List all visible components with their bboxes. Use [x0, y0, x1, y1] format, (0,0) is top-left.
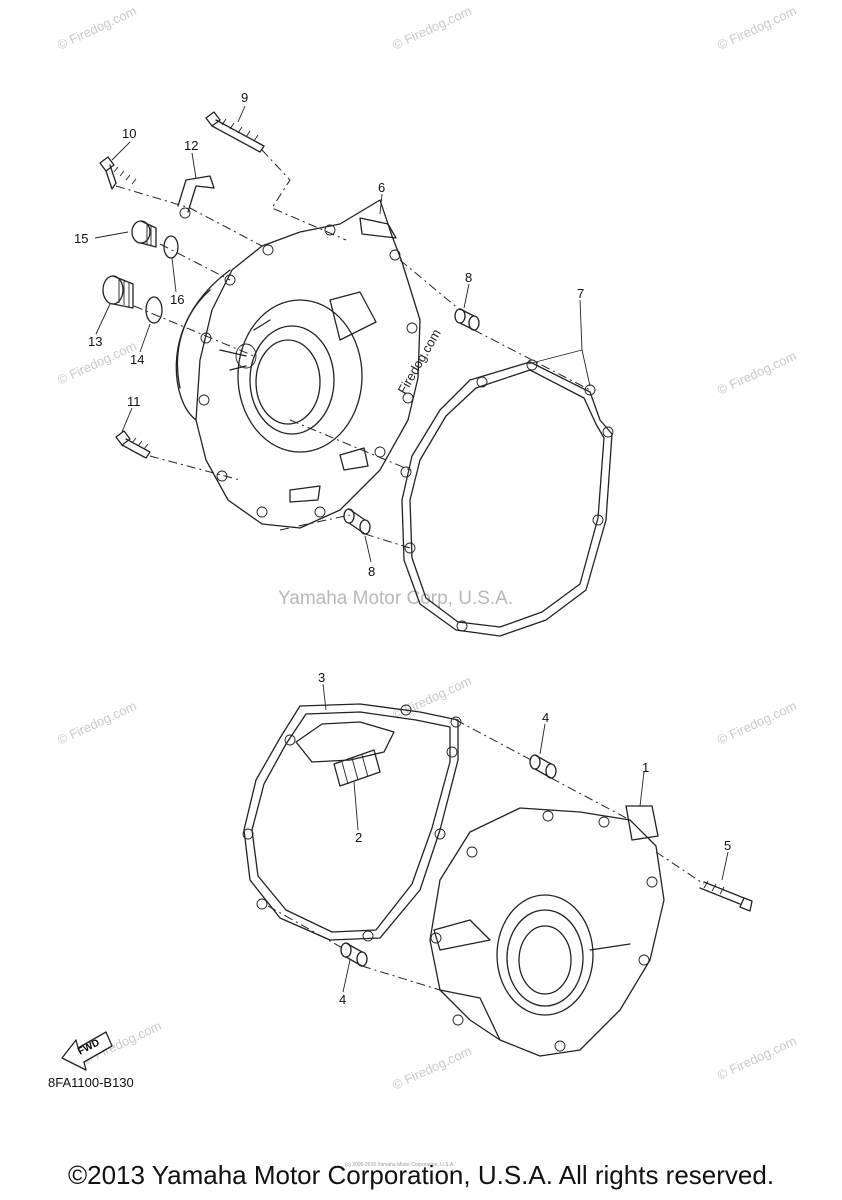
- dowel-pin-8: [454, 308, 480, 331]
- watermark: © Firedog.com: [55, 698, 139, 748]
- callout-1: 1: [642, 760, 649, 775]
- center-line: [655, 851, 705, 885]
- callout-5: 5: [724, 838, 731, 853]
- center-line: [399, 259, 591, 391]
- callout-3: 3: [318, 670, 325, 685]
- callout-labels: 1 2 3 4 4 5 6 7 8 8 9 10 11 12 13 14 15 …: [74, 90, 731, 1007]
- gasket-3: [242, 703, 462, 942]
- crankcase-cover-6: [175, 199, 421, 529]
- part-code: 8FA1100-B130: [48, 1075, 134, 1090]
- callout-14: 14: [130, 352, 144, 367]
- watermark: © Firedog.com: [715, 1033, 799, 1083]
- tiny-note: (c) 2005-2015 Yamaha Motor Corporation, …: [345, 1162, 455, 1168]
- bolt-10: [99, 156, 137, 190]
- plug-15: [131, 220, 157, 248]
- callout-12: 12: [184, 138, 198, 153]
- center-line: [133, 305, 255, 357]
- callout-4: 4: [542, 710, 549, 725]
- center-line: [267, 905, 441, 991]
- center-line: [159, 243, 231, 281]
- part-2: [333, 749, 381, 787]
- bolt-9: [205, 111, 265, 153]
- watermark: © Firedog.com: [715, 698, 799, 748]
- callout-4: 4: [339, 992, 346, 1007]
- crankcase-cover-1: [429, 805, 665, 1057]
- dowel-pin-8: [343, 508, 371, 535]
- watermark-group: © Firedog.com © Firedog.com © Firedog.co…: [55, 3, 799, 1093]
- callout-13: 13: [88, 334, 102, 349]
- o-ring-16: [163, 235, 179, 259]
- watermark: © Firedog.com: [390, 3, 474, 53]
- center-line: [289, 419, 411, 471]
- watermark: © Firedog.com: [715, 348, 799, 398]
- stay-12: [177, 175, 215, 219]
- center-line: [455, 719, 631, 821]
- bolt-5: [699, 880, 753, 912]
- center-line: [261, 149, 347, 241]
- callout-6: 6: [378, 180, 385, 195]
- callout-7: 7: [577, 286, 584, 301]
- watermark: © Firedog.com: [715, 3, 799, 53]
- watermark: © Firedog.com: [390, 1043, 474, 1093]
- center-line: [149, 455, 241, 481]
- callout-9: 9: [241, 90, 248, 105]
- callout-8: 8: [368, 564, 375, 579]
- callout-16: 16: [170, 292, 184, 307]
- dowel-pin-4: [340, 942, 368, 967]
- callout-11: 11: [127, 394, 141, 409]
- o-ring-14: [145, 296, 163, 324]
- center-watermark: Yamaha Motor Corp, U.S.A.: [278, 588, 513, 609]
- leader-lines: [94, 105, 729, 993]
- center-line: [279, 514, 411, 549]
- plug-13: [102, 275, 134, 309]
- callout-8: 8: [465, 270, 472, 285]
- copyright-notice: ©2013 Yamaha Motor Corporation, U.S.A. A…: [67, 1160, 775, 1190]
- watermark: © Firedog.com: [390, 673, 474, 723]
- center-line: [115, 185, 263, 247]
- dowel-pin-4: [529, 754, 557, 779]
- watermark: © Firedog.com: [55, 3, 139, 53]
- callout-10: 10: [122, 126, 136, 141]
- callout-15: 15: [74, 231, 88, 246]
- bolt-11: [115, 430, 151, 459]
- callout-2: 2: [355, 830, 362, 845]
